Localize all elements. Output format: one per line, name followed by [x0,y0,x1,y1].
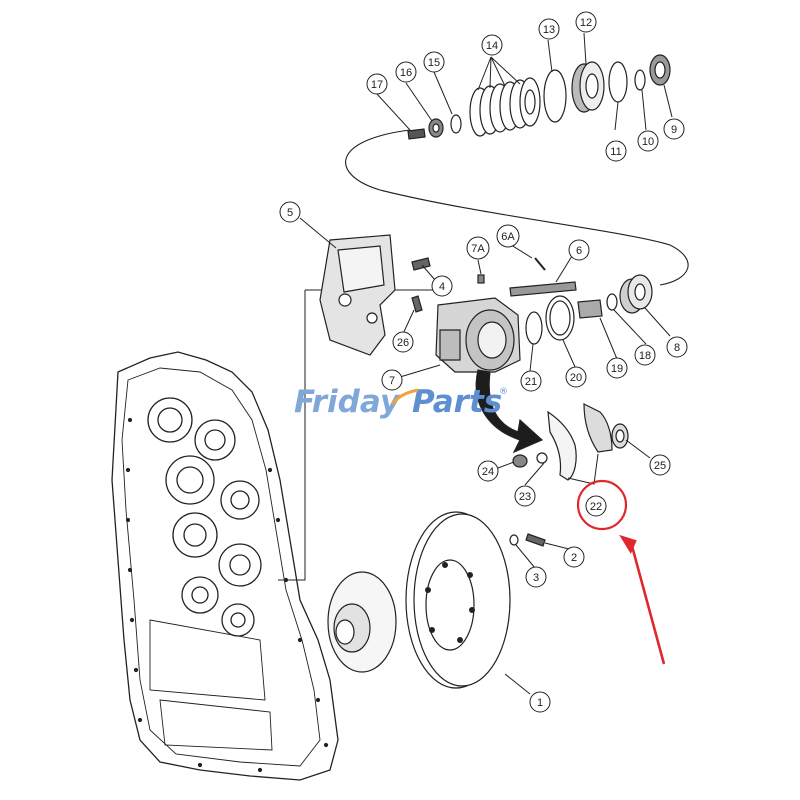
svg-text:24: 24 [482,466,494,478]
svg-text:3: 3 [533,572,539,584]
callout-25: 25 [649,454,671,476]
watermark-brand-left: Friday [294,384,402,420]
caliper-assembly [319,234,653,373]
svg-text:15: 15 [428,57,440,69]
svg-text:21: 21 [525,376,537,388]
svg-text:17: 17 [371,79,383,91]
svg-text:12: 12 [580,17,592,29]
svg-text:1: 1 [537,697,543,709]
svg-text:8: 8 [674,342,680,354]
callout-10: 10 [637,130,659,152]
transmission-housing [111,351,339,781]
callout-15: 15 [423,51,445,73]
callout-22: 22 [585,495,607,517]
callout-labels: 1 2 3 4 5 6 6A 7 7A 8 9 10 11 12 13 14 1… [279,11,688,713]
svg-text:23: 23 [519,491,531,503]
callout-13: 13 [538,18,560,40]
callout-2: 2 [563,546,585,568]
callout-20: 20 [565,366,587,388]
highlight-circle [576,479,628,531]
callout-24: 24 [477,460,499,482]
svg-text:25: 25 [654,460,666,472]
callout-7: 7 [381,369,403,391]
svg-text:10: 10 [642,136,654,148]
svg-text:14: 14 [486,40,498,52]
svg-text:6A: 6A [501,231,515,243]
callout-14: 14 [481,34,503,56]
svg-text:19: 19 [611,363,623,375]
svg-text:4: 4 [439,281,445,293]
svg-text:13: 13 [543,24,555,36]
svg-text:7: 7 [389,375,395,387]
callout-11: 11 [605,140,627,162]
callout-6: 6 [568,239,590,261]
callout-18: 18 [634,344,656,366]
svg-text:16: 16 [400,67,412,79]
callout-16: 16 [395,61,417,83]
callout-7a: 7A [466,236,490,260]
brake-disc [405,511,511,689]
svg-text:6: 6 [576,245,582,257]
watermark-logo: Friday Parts ® [294,384,508,420]
watermark-brand-right: Parts [412,384,502,420]
callout-4: 4 [431,275,453,297]
callout-6a: 6A [496,224,520,248]
callout-12: 12 [575,11,597,33]
callout-17: 17 [366,73,388,95]
top-row-parts [407,54,671,140]
callout-leader-lines [299,32,673,695]
svg-text:20: 20 [570,372,582,384]
highlight-arrow [619,534,666,665]
svg-text:22: 22 [590,501,602,513]
assembly-connection-curve [345,129,689,286]
svg-text:26: 26 [397,337,409,349]
svg-text:5: 5 [287,207,293,219]
svg-text:2: 2 [571,552,577,564]
callout-21: 21 [520,370,542,392]
watermark-swoosh-icon [390,388,419,406]
svg-text:7A: 7A [471,243,485,255]
callout-23: 23 [514,485,536,507]
callout-8: 8 [666,336,688,358]
svg-text:11: 11 [610,146,621,158]
callout-19: 19 [606,357,628,379]
svg-text:9: 9 [671,124,677,136]
callout-5: 5 [279,201,301,223]
callout-1: 1 [529,691,551,713]
svg-text:18: 18 [639,350,651,362]
callout-3: 3 [525,566,547,588]
callout-26: 26 [392,331,414,353]
watermark-registered-mark: ® [499,387,508,397]
drive-hub-flange [327,571,397,673]
callout-9: 9 [663,118,685,140]
brake-pad-parts [475,369,629,547]
